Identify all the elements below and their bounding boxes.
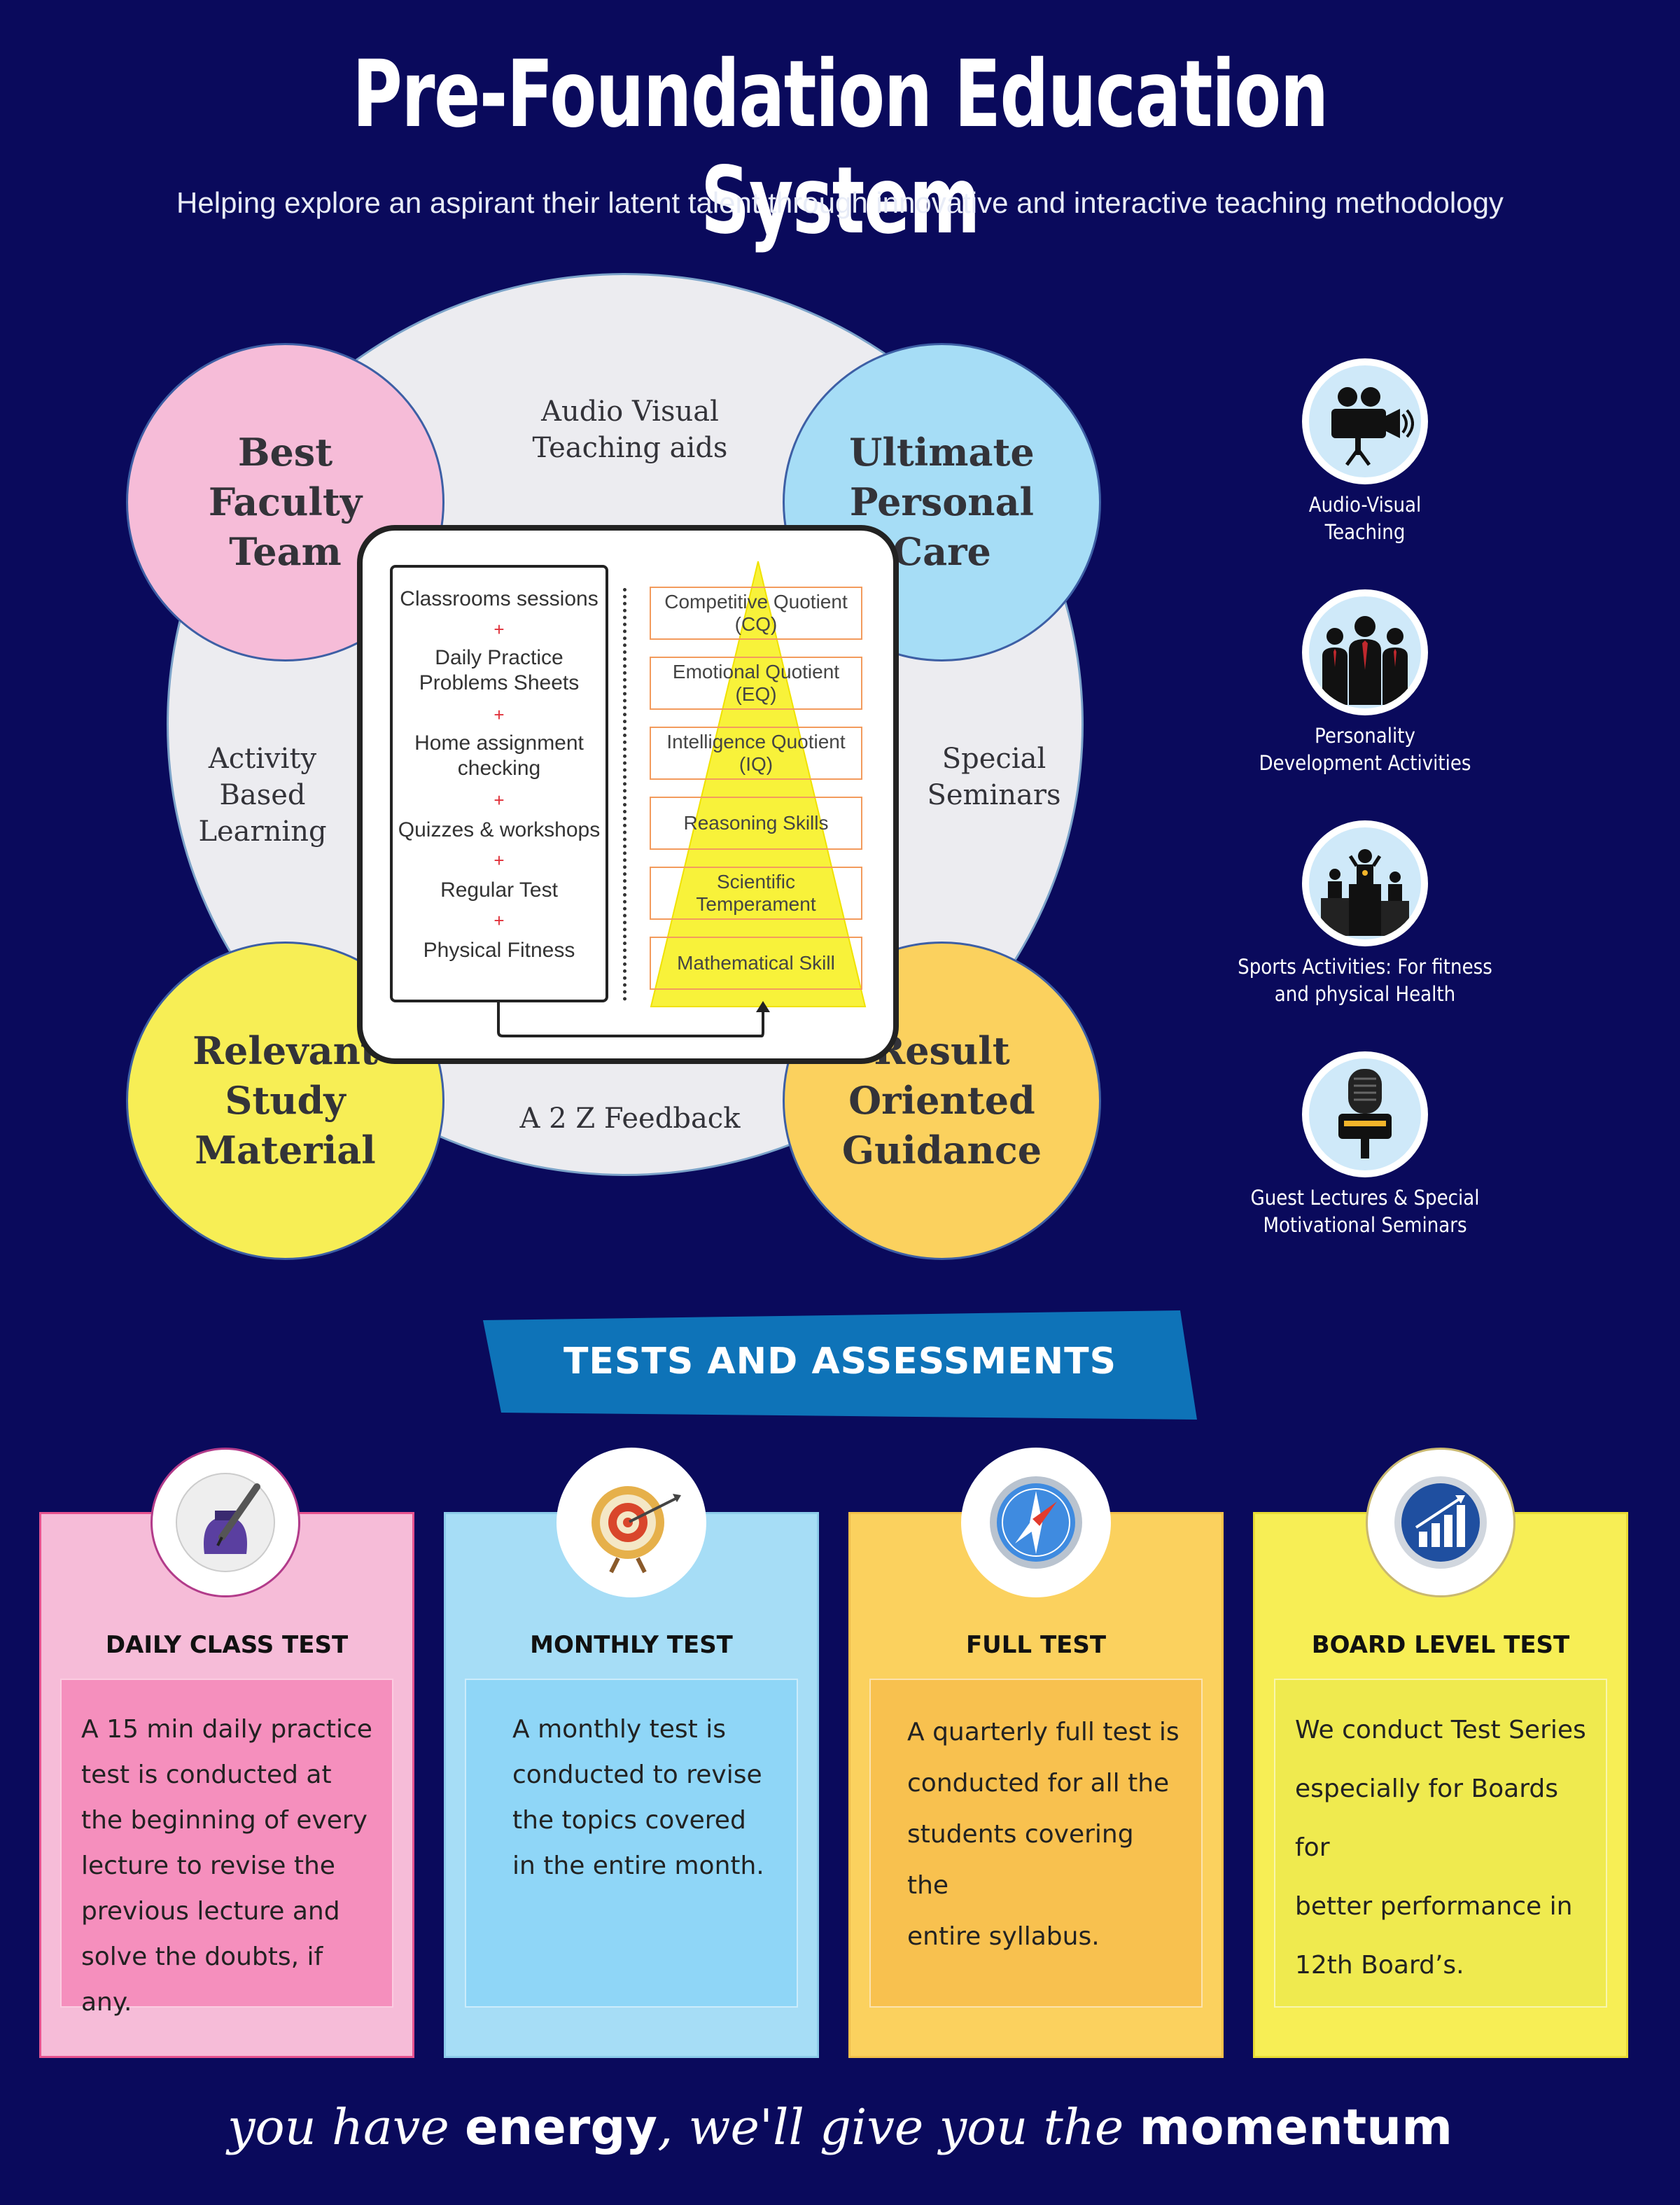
label-special-seminars: Special Seminars <box>927 743 1061 811</box>
test-card-body: A monthly test is conducted to revise th… <box>465 1679 798 2008</box>
test-card-body: A quarterly full test is conducted for a… <box>869 1679 1203 2008</box>
card-body-line: 12th Board’s. <box>1295 1951 1464 1980</box>
business-people-icon <box>1302 589 1428 715</box>
test-card-body: A 15 min daily practice test is conducte… <box>60 1679 393 2017</box>
input-item: Regular Test <box>440 878 558 902</box>
card-body-line: better performance in <box>1295 1892 1573 1921</box>
tagline-part: you have <box>227 2099 465 2156</box>
flow-arrow <box>497 1001 770 1037</box>
plus-sign: + <box>493 619 505 640</box>
activity-label: Guest Lectures & Special Motivational Se… <box>1250 1186 1480 1238</box>
card-body-line: conducted to revise <box>512 1760 762 1789</box>
quotient-item: Mathematical Skill <box>650 937 862 990</box>
tagline-part: , we'll give you the <box>657 2099 1140 2156</box>
tagline-emphasis: momentum <box>1139 2099 1453 2156</box>
circle-ultimate-personal-care: Ultimate Personal Care <box>783 343 1101 662</box>
label-activity-based-learning: Activity Based Learning <box>198 743 327 848</box>
tests-banner-shape <box>483 1310 1197 1420</box>
test-card-title: DAILY CLASS TEST <box>105 1631 349 1659</box>
card-body-line: A monthly test is <box>512 1715 726 1744</box>
input-item: Daily Practice Problems Sheets <box>419 646 580 694</box>
input-item: Home assignment checking <box>414 732 584 780</box>
podium-winners-icon <box>1302 820 1428 946</box>
quotient-item: Intelligence Quotient (IQ) <box>650 727 862 780</box>
card-body-line: the topics covered <box>512 1806 746 1835</box>
card-body-line: We conduct Test Series <box>1295 1716 1586 1744</box>
input-item: Physical Fitness <box>423 939 575 962</box>
plus-sign: + <box>493 850 505 871</box>
test-card-body: We conduct Test Series especially for Bo… <box>1274 1679 1607 2008</box>
quotient-item: Competitive Quotient (CQ) <box>650 587 862 640</box>
card-body-line: conducted for all the <box>907 1769 1170 1798</box>
footer-tagline: you have energy, we'll give you the mome… <box>0 2099 1680 2156</box>
dotted-divider <box>623 588 626 1001</box>
card-body-line: in the entire month. <box>512 1851 764 1880</box>
plus-sign: + <box>493 790 505 811</box>
card-body-line: especially for Boards for <box>1295 1774 1559 1862</box>
tagline-emphasis: energy <box>465 2099 658 2156</box>
card-body-line: test is conducted at <box>81 1760 332 1789</box>
activity-label: Sports Activities: For fitness and physi… <box>1238 955 1492 1007</box>
input-item: Classrooms sessions <box>400 587 598 610</box>
compass-icon <box>961 1448 1111 1597</box>
input-item: Quizzes & workshops <box>398 818 601 841</box>
activity-label: Personality Development Activities <box>1259 724 1471 776</box>
test-card-title: FULL TEST <box>965 1631 1107 1659</box>
test-card-title: MONTHLY TEST <box>530 1631 733 1659</box>
page-title: Pre-Foundation Education System <box>352 41 1329 255</box>
label-audio-visual-aids: Audio Visual Teaching aids <box>532 396 728 464</box>
activity-label: Audio-Visual Teaching <box>1308 493 1422 545</box>
label-a2z-feedback: A 2 Z Feedback <box>519 1102 741 1135</box>
card-body-line: solve the doubts, if any. <box>81 1942 323 2017</box>
quotient-item: Emotional Quotient (EQ) <box>650 657 862 710</box>
circle-best-faculty-team: Best Faculty Team <box>126 343 444 662</box>
growth-chart-icon <box>1366 1448 1516 1597</box>
microphone-icon <box>1302 1051 1428 1177</box>
test-card-title: BOARD LEVEL TEST <box>1311 1631 1570 1659</box>
video-camera-icon <box>1302 358 1428 484</box>
card-body-line: lecture to revise the <box>81 1851 335 1880</box>
plus-sign: + <box>493 704 505 725</box>
card-body-line: the beginning of every <box>81 1806 368 1835</box>
inputs-list-box <box>390 565 608 1002</box>
card-body-line: A 15 min daily practice <box>81 1715 372 1744</box>
quotient-item: Reasoning Skills <box>650 797 862 850</box>
card-body-line: A quarterly full test is <box>907 1718 1180 1746</box>
card-body-line: students covering the <box>907 1820 1134 1900</box>
quotient-item: Scientific Temperament <box>650 867 862 920</box>
target-arrow-icon <box>556 1448 706 1597</box>
plus-sign: + <box>493 910 505 931</box>
card-body-line: entire syllabus. <box>907 1922 1100 1951</box>
growth-pyramid-arrow <box>650 561 867 1007</box>
card-body-line: previous lecture and <box>81 1897 340 1926</box>
page-subtitle: Helping explore an aspirant their latent… <box>176 186 1504 219</box>
pen-inkwell-icon <box>150 1448 300 1597</box>
tests-banner-title: TESTS AND ASSESSMENTS <box>563 1340 1117 1382</box>
